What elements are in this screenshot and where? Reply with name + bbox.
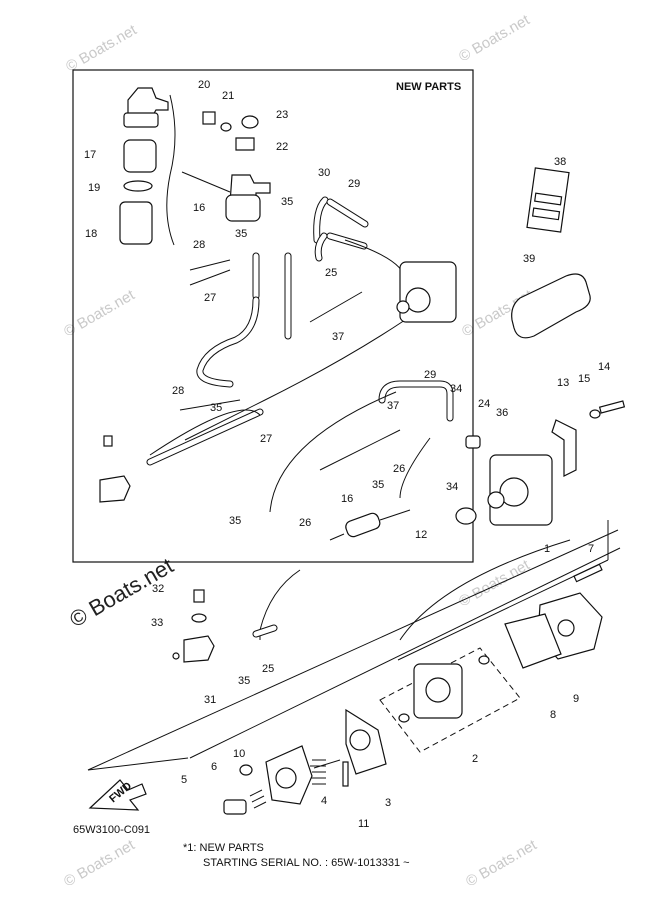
callout-32: 32	[152, 583, 164, 595]
callout-26: 26	[299, 517, 311, 529]
callout-11: 11	[358, 818, 369, 830]
callout-22: 22	[276, 141, 288, 153]
callout-30: 30	[318, 167, 330, 179]
callout-37: 37	[387, 400, 399, 412]
callout-1: 1	[544, 543, 550, 555]
callout-5: 5	[181, 774, 187, 786]
callout-33: 33	[151, 617, 163, 629]
footnote-serial: STARTING SERIAL NO. : 65W-1013331 ~	[203, 857, 410, 869]
callout-13: 13	[557, 377, 569, 389]
callout-25: 25	[262, 663, 274, 675]
callout-12: 12	[415, 529, 427, 541]
callout-7: 7	[588, 543, 594, 555]
callout-16: 16	[193, 202, 205, 214]
callout-20: 20	[198, 79, 210, 91]
callout-31: 31	[204, 694, 216, 706]
diagram-code: 65W3100-C091	[73, 824, 151, 836]
callout-9: 9	[573, 693, 579, 705]
callout-35: 35	[372, 479, 384, 491]
callout-35: 35	[235, 228, 247, 240]
callout-34: 34	[450, 383, 462, 395]
callout-28: 28	[193, 239, 205, 251]
callout-10: 10	[233, 748, 245, 760]
callout-37: 37	[332, 331, 344, 343]
callout-19: 19	[88, 182, 100, 194]
callout-18: 18	[85, 228, 97, 240]
callout-labels: 2021232217191618302935352825273839372835…	[84, 79, 610, 830]
callout-29: 29	[424, 369, 436, 381]
callout-15: 15	[578, 373, 590, 385]
callout-29: 29	[348, 178, 360, 190]
callout-27: 27	[204, 292, 216, 304]
callout-4: 4	[321, 795, 327, 807]
callout-34: 34	[446, 481, 458, 493]
callout-35: 35	[238, 675, 250, 687]
callout-2: 2	[472, 753, 478, 765]
new-parts-box	[72, 69, 474, 563]
callout-24: 24	[478, 398, 490, 410]
callout-3: 3	[385, 797, 391, 809]
callout-23: 23	[276, 109, 288, 121]
callout-39: 39	[523, 253, 535, 265]
footnote-new-parts: *1: NEW PARTS	[183, 842, 264, 854]
callout-21: 21	[222, 90, 234, 102]
callout-25: 25	[325, 267, 337, 279]
callout-35: 35	[281, 196, 293, 208]
fwd-arrow-icon	[88, 779, 147, 811]
callout-35: 35	[210, 402, 222, 414]
callout-8: 8	[550, 709, 556, 721]
callout-26: 26	[393, 463, 405, 475]
callout-35: 35	[229, 515, 241, 527]
callout-38: 38	[554, 156, 566, 168]
callout-17: 17	[84, 149, 96, 161]
callout-16: 16	[341, 493, 353, 505]
callout-27: 27	[260, 433, 272, 445]
callout-28: 28	[172, 385, 184, 397]
callout-14: 14	[598, 361, 610, 373]
callout-6: 6	[211, 761, 217, 773]
callout-36: 36	[496, 407, 508, 419]
box-title: NEW PARTS	[396, 81, 461, 93]
